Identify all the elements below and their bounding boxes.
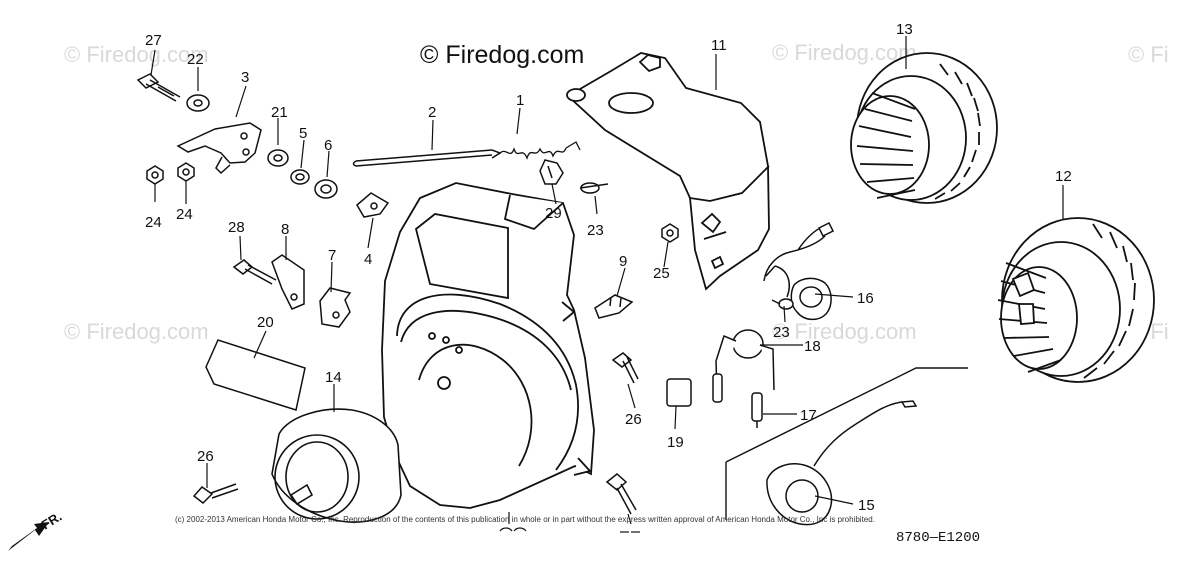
part-15-group-outline [725,367,968,520]
watermark-top-edge: © Fi [1128,42,1169,67]
part-21-washer [267,149,289,167]
callout-2: 2 [428,104,436,121]
callout-3: 3 [241,69,249,86]
leader-lines [150,36,1064,525]
part-22-washer [186,94,210,112]
callout-5: 5 [299,125,307,142]
callout-16: 16 [857,290,874,307]
callout-labels: 27 22 3 21 5 6 2 1 24 24 4 29 23 11 13 1… [145,21,1072,514]
callout-19: 19 [667,434,684,451]
blower-cover-housing [381,182,595,509]
callout-13: 13 [896,21,913,38]
part-18-plug [712,329,775,403]
callout-24-a: 24 [145,214,162,231]
part-5-washer [290,169,310,185]
part-4-clip [356,192,390,218]
callout-25: 25 [653,265,670,282]
part-16-switch [763,221,835,321]
part-9-bracket [594,294,634,319]
callout-4: 4 [364,251,372,268]
part-1-spring [498,141,581,160]
part-15-connector [766,400,918,526]
part-27-bolt [136,73,181,102]
part-26-bolt-a [611,352,639,384]
callout-8: 8 [281,221,289,238]
diagram-code: 8780—E1200 [896,530,980,546]
callout-11: 11 [711,37,727,54]
part-12-pulley [997,217,1155,383]
callout-29: 29 [545,205,562,222]
cropped-callouts [499,527,640,533]
part-20-label [205,339,306,411]
part-19-pad [666,378,692,407]
callout-12: 12 [1055,168,1072,185]
part-23-screw-b [771,298,794,310]
part-8-bracket [271,254,305,310]
callout-17: 17 [800,407,817,424]
part-28-bolt [232,259,277,285]
callout-7: 7 [328,247,336,264]
copyright-notice: (c) 2002-2013 American Honda Motor Co., … [175,515,875,524]
part-24-nut-a [146,165,164,185]
callout-18: 18 [804,338,821,355]
callout-14: 14 [325,369,342,386]
callout-24-b: 24 [176,206,193,223]
watermark-top-left: © Firedog.com [64,42,209,67]
part-7-bracket [319,287,352,328]
callout-20: 20 [257,314,274,331]
callout-26-b: 26 [197,448,214,465]
part-11-shroud [566,52,770,291]
callout-23-b: 23 [773,324,790,341]
callout-9: 9 [619,253,627,270]
part-24-nut-b [177,162,195,182]
part-26-bolt-c [605,473,637,515]
front-arrow-icon [8,522,49,551]
part-6-washer [314,179,338,199]
callout-1: 1 [516,92,524,109]
part-29-clamp [539,159,564,185]
watermark-mid-right: © Firedog.com [772,319,917,344]
callout-21: 21 [271,104,288,121]
callout-28: 28 [228,219,245,236]
callout-26-a: 26 [625,411,642,428]
part-23-screw-a [579,182,609,194]
watermark-main: © Firedog.com [420,41,584,69]
callout-6: 6 [324,137,332,154]
part-17-terminal [751,392,763,428]
watermark-top-right: © Firedog.com [772,40,917,65]
part-26-bolt-b [192,483,239,504]
front-direction-indicator: FR. [8,509,64,551]
callout-15: 15 [858,497,875,514]
callout-27: 27 [145,32,162,49]
watermark-mid-left: © Firedog.com [64,319,209,344]
part-3-bracket [176,122,262,175]
callout-22: 22 [187,51,204,68]
part-13-pulley [850,52,998,204]
part-2-rod [352,149,502,167]
part-25-nut [661,223,679,243]
callout-23-a: 23 [587,222,604,239]
part-14-cylinder [271,408,402,523]
